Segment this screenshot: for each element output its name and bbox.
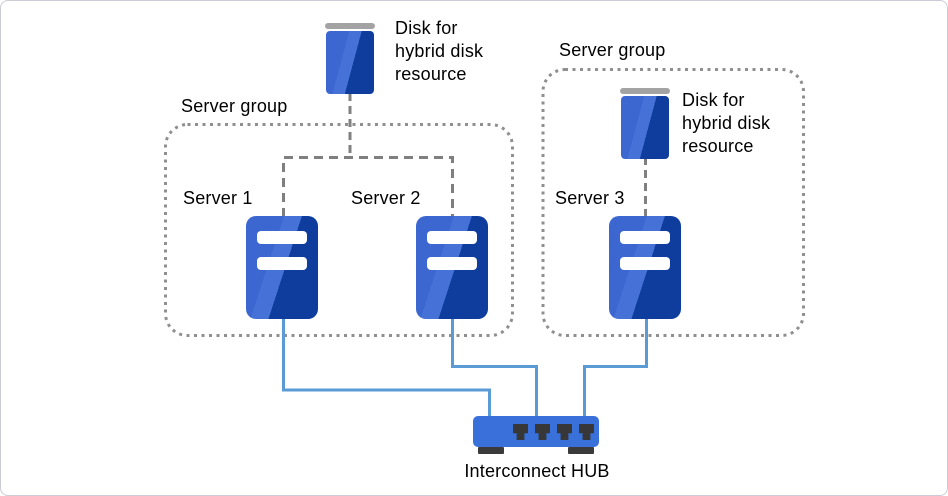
server-slot-bar bbox=[620, 257, 670, 270]
server2-label: Server 2 bbox=[351, 188, 421, 208]
hub-foot bbox=[478, 447, 504, 454]
hub-label: Interconnect HUB bbox=[464, 461, 610, 481]
external-disk-icon bbox=[325, 23, 375, 94]
server-group2-label: Server group bbox=[559, 40, 666, 60]
group2-disk-icon bbox=[620, 88, 670, 159]
hub-port-icon bbox=[513, 424, 528, 440]
server-slot-bar bbox=[620, 231, 670, 244]
server2-icon bbox=[416, 216, 488, 319]
interconnect-hub-icon bbox=[473, 416, 599, 454]
disk-cap bbox=[620, 88, 670, 94]
group2-disk-label: Disk for hybrid disk resource bbox=[682, 90, 771, 156]
server2-hub-link bbox=[451, 317, 538, 419]
server-slot-bar bbox=[427, 257, 477, 270]
hub-port-icon bbox=[579, 424, 594, 440]
server1-label: Server 1 bbox=[183, 188, 253, 208]
server3-icon bbox=[609, 216, 681, 319]
server-group1-label: Server group bbox=[181, 96, 288, 116]
server3-label: Server 3 bbox=[555, 188, 625, 208]
server1-hub-link bbox=[282, 317, 491, 419]
hub-port-icon bbox=[535, 424, 550, 440]
disk-body bbox=[621, 96, 669, 159]
hub-port-icon bbox=[557, 424, 572, 440]
hub-foot bbox=[568, 447, 594, 454]
server-slot-bar bbox=[257, 231, 307, 244]
disk-body bbox=[326, 31, 374, 94]
server1-icon bbox=[246, 216, 318, 319]
external-disk-label: Disk for hybrid disk resource bbox=[395, 18, 484, 84]
server3-hub-link bbox=[583, 317, 648, 419]
server-slot-bar bbox=[257, 257, 307, 270]
server-slot-bar bbox=[427, 231, 477, 244]
disk-cap bbox=[325, 23, 375, 29]
